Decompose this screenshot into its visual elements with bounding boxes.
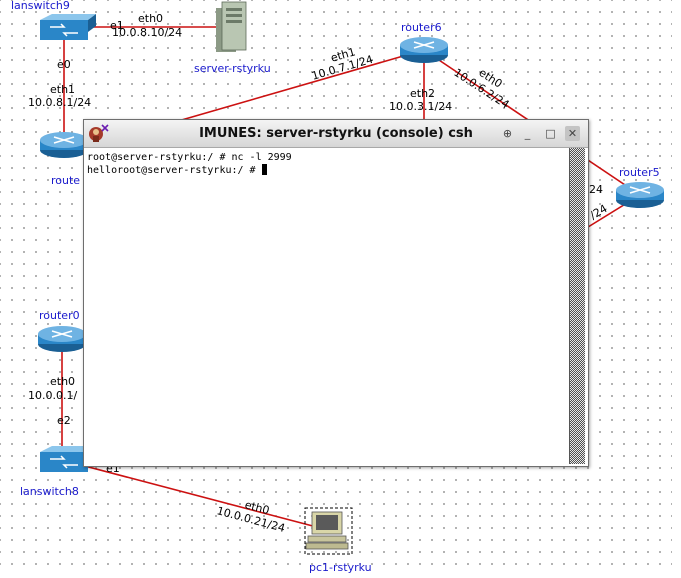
lanswitch9-label[interactable]: lanswitch9 xyxy=(11,0,70,12)
link-label-eth2: eth2 xyxy=(410,87,436,100)
link-label-ip: 10.0.0.1/ xyxy=(28,389,78,402)
link-label-e0: e0 xyxy=(57,58,71,71)
router-partial-label[interactable]: route xyxy=(51,174,81,187)
link-label-eth0: eth0 xyxy=(138,12,164,25)
xterm-icon[interactable] xyxy=(88,123,110,145)
pc1-rstyrku-node[interactable] xyxy=(304,507,353,555)
link-lanswitch8-pc1[interactable] xyxy=(61,459,329,531)
link-label-eth1: eth1 xyxy=(50,83,76,96)
console-window[interactable]: IMUNES: server-rstyrku (console) csh ⊕ _… xyxy=(83,119,589,467)
router6-node[interactable] xyxy=(400,37,448,63)
link-label-ip: 10.0.6.2/24 xyxy=(451,65,518,111)
terminal-line-text: helloroot@server-rstyrku:/ # xyxy=(87,165,262,176)
router5-node[interactable] xyxy=(616,182,664,208)
router-partial-node[interactable] xyxy=(40,132,88,158)
lanswitch8-label[interactable]: lanswitch8 xyxy=(20,485,79,498)
server-rstyrku-label[interactable]: server-rstyrku xyxy=(194,62,271,75)
server-rstyrku-node[interactable] xyxy=(216,1,247,52)
router5-label[interactable]: router5 xyxy=(619,166,660,179)
minimize-button[interactable]: _ xyxy=(524,127,531,140)
link-label-e2: e2 xyxy=(57,414,71,427)
terminal-scrollbar[interactable] xyxy=(569,148,585,464)
router0-label[interactable]: router0 xyxy=(39,309,80,322)
link-label-ip: 10.0.8.1/24 xyxy=(28,96,92,109)
lanswitch9-node[interactable] xyxy=(40,14,96,40)
maximize-button[interactable]: □ xyxy=(545,127,556,140)
terminal-output[interactable]: root@server-rstyrku:/ # nc -l 2999 hello… xyxy=(87,151,567,461)
scrollbar-thumb[interactable] xyxy=(570,148,585,464)
canvas-edge xyxy=(0,573,681,578)
canvas-edge xyxy=(672,0,681,578)
window-title: IMUNES: server-rstyrku (console) csh xyxy=(199,126,473,141)
pc1-rstyrku-label[interactable]: pc1-rstyrku xyxy=(309,561,372,574)
terminal-line: helloroot@server-rstyrku:/ # xyxy=(87,164,567,177)
link-label-e1: e1 xyxy=(110,19,124,32)
link-label-eth0: eth0 xyxy=(50,375,76,388)
router6-label[interactable]: router6 xyxy=(401,21,442,34)
link-label-ip: 10.0.8.10/24 xyxy=(112,26,183,39)
text-cursor xyxy=(261,164,267,175)
shade-button[interactable]: ⊕ xyxy=(502,127,513,140)
close-button[interactable]: ✕ xyxy=(565,126,580,141)
window-titlebar[interactable]: IMUNES: server-rstyrku (console) csh ⊕ _… xyxy=(84,120,588,148)
router0-node[interactable] xyxy=(38,326,86,352)
link-label-ip: 10.0.0.21/24 xyxy=(215,504,287,535)
link-label-ip: 10.0.7.1/24 xyxy=(310,53,375,83)
link-label-frag: /24 xyxy=(588,202,610,223)
link-label-frag: 24 xyxy=(589,183,603,196)
link-label-ip: 10.0.3.1/24 xyxy=(389,100,453,113)
terminal-line: root@server-rstyrku:/ # nc -l 2999 xyxy=(87,152,292,163)
